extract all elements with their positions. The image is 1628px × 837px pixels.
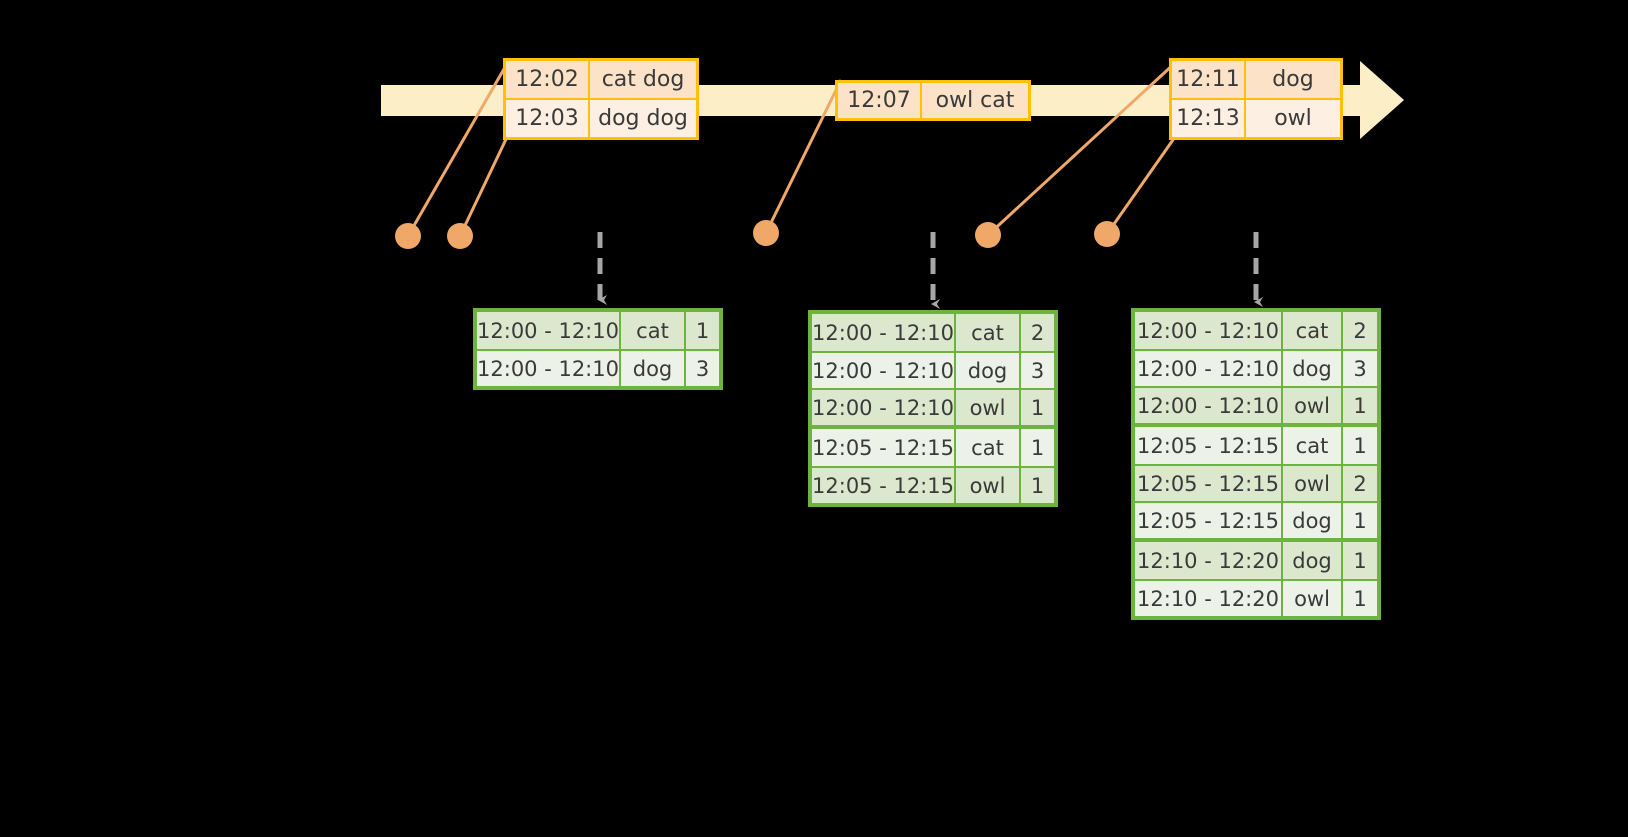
table-row: 12:10 - 12:20 dog 1 <box>1135 538 1377 579</box>
event-group-3: 12:11 dog 12:13 owl <box>1169 58 1343 140</box>
cell-window: 12:00 - 12:10 <box>477 351 621 386</box>
cell-count: 1 <box>1353 393 1367 418</box>
event-words: dog <box>1272 67 1314 92</box>
table-row: 12:05 - 12:15 owl 2 <box>1135 464 1377 501</box>
cell-count: 2 <box>1030 320 1045 345</box>
emit-arrows <box>597 232 1263 309</box>
event-words: owl <box>1274 106 1312 131</box>
trigger-dot-4 <box>975 222 1001 248</box>
connector-line-3 <box>764 79 843 234</box>
cell-window: 12:05 - 12:15 <box>812 468 956 503</box>
cell-word: dog <box>956 353 1021 388</box>
cell-word: cat <box>1283 427 1343 464</box>
event-time: 12:03 <box>506 100 590 137</box>
cell-word: dog <box>1283 503 1343 538</box>
cell-window: 12:00 - 12:10 <box>477 312 621 349</box>
cell-word: dog <box>1283 542 1343 579</box>
cell-word: dog <box>621 351 686 386</box>
cell-count: 1 <box>695 318 710 343</box>
cell-word: owl <box>1283 388 1343 423</box>
cell-word: owl <box>1283 466 1343 501</box>
cell-window: 12:05 - 12:15 <box>812 429 956 466</box>
result-table-2: 12:00 - 12:10 cat 2 12:00 - 12:10 dog 3 … <box>808 310 1058 507</box>
cell-word: cat <box>621 312 686 349</box>
table-row: 12:00 - 12:10 owl 1 <box>1135 386 1377 423</box>
event-row: 12:11 dog <box>1172 61 1340 98</box>
event-row: 12:07 owl cat <box>838 83 1028 118</box>
cell-window: 12:05 - 12:15 <box>1135 427 1283 464</box>
table-row: 12:00 - 12:10 owl 1 <box>812 388 1054 425</box>
trigger-dot-2 <box>447 223 473 249</box>
event-time: 12:13 <box>1172 100 1246 137</box>
event-row: 12:03 dog dog <box>506 98 696 137</box>
cell-count: 3 <box>1353 356 1367 381</box>
table-row: 12:05 - 12:15 cat 1 <box>1135 423 1377 464</box>
cell-count: 1 <box>1353 433 1367 458</box>
event-words: owl cat <box>935 88 1015 113</box>
cell-count: 2 <box>1353 318 1367 343</box>
event-group-1: 12:02 cat dog 12:03 dog dog <box>503 58 699 140</box>
cell-word: dog <box>1283 351 1343 386</box>
cell-window: 12:00 - 12:10 <box>1135 312 1283 349</box>
cell-window: 12:10 - 12:20 <box>1135 581 1283 616</box>
connector-line-5 <box>1105 136 1177 235</box>
cell-count: 1 <box>1030 395 1045 420</box>
cell-count: 1 <box>1353 508 1367 533</box>
event-words: dog dog <box>598 106 688 131</box>
result-table-3: 12:00 - 12:10 cat 2 12:00 - 12:10 dog 3 … <box>1131 308 1381 620</box>
event-time: 12:07 <box>838 83 922 118</box>
table-row: 12:10 - 12:20 owl 1 <box>1135 579 1377 616</box>
cell-word: owl <box>956 390 1021 425</box>
cell-word: owl <box>1283 581 1343 616</box>
trigger-dots <box>395 220 1120 249</box>
cell-count: 1 <box>1030 473 1045 498</box>
cell-word: owl <box>956 468 1021 503</box>
event-row: 12:02 cat dog <box>506 61 696 98</box>
trigger-dot-3 <box>753 220 779 246</box>
table-row: 12:05 - 12:15 cat 1 <box>812 425 1054 466</box>
cell-count: 1 <box>1030 435 1045 460</box>
table-row: 12:05 - 12:15 dog 1 <box>1135 501 1377 538</box>
cell-window: 12:05 - 12:15 <box>1135 466 1283 501</box>
cell-count: 3 <box>1030 358 1045 383</box>
table-row: 12:00 - 12:10 cat 2 <box>1135 312 1377 349</box>
table-row: 12:00 - 12:10 cat 1 <box>477 312 719 349</box>
event-time: 12:11 <box>1172 61 1246 98</box>
cell-window: 12:00 - 12:10 <box>1135 388 1283 423</box>
cell-count: 2 <box>1353 471 1367 496</box>
connector-line-2 <box>458 134 510 237</box>
event-group-2: 12:07 owl cat <box>835 80 1031 121</box>
cell-word: cat <box>1283 312 1343 349</box>
cell-window: 12:10 - 12:20 <box>1135 542 1283 579</box>
cell-count: 3 <box>695 356 710 381</box>
connector-line-1 <box>406 61 510 237</box>
event-row: 12:13 owl <box>1172 98 1340 137</box>
cell-window: 12:00 - 12:10 <box>812 314 956 351</box>
cell-word: cat <box>956 429 1021 466</box>
cell-window: 12:00 - 12:10 <box>812 390 956 425</box>
table-row: 12:00 - 12:10 dog 3 <box>812 351 1054 388</box>
table-row: 12:00 - 12:10 dog 3 <box>1135 349 1377 386</box>
event-words: cat dog <box>601 67 685 92</box>
result-table-1: 12:00 - 12:10 cat 1 12:00 - 12:10 dog 3 <box>473 308 723 390</box>
cell-count: 1 <box>1353 586 1367 611</box>
cell-window: 12:00 - 12:10 <box>812 353 956 388</box>
cell-word: cat <box>956 314 1021 351</box>
table-row: 12:00 - 12:10 cat 2 <box>812 314 1054 351</box>
cell-window: 12:00 - 12:10 <box>1135 351 1283 386</box>
table-row: 12:00 - 12:10 dog 3 <box>477 349 719 386</box>
table-row: 12:05 - 12:15 owl 1 <box>812 466 1054 503</box>
event-time: 12:02 <box>506 61 590 98</box>
cell-window: 12:05 - 12:15 <box>1135 503 1283 538</box>
trigger-dot-1 <box>395 223 421 249</box>
cell-count: 1 <box>1353 548 1367 573</box>
trigger-dot-5 <box>1094 221 1120 247</box>
